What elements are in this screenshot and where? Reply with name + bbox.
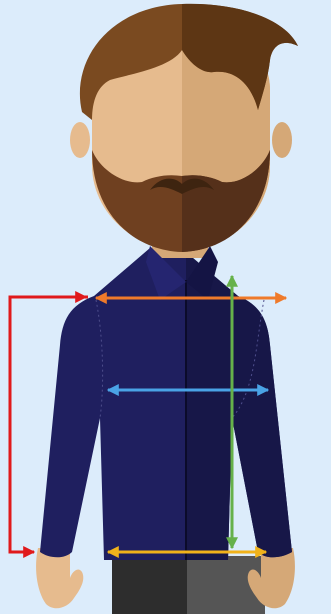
pants [112, 556, 265, 614]
left-ear [70, 122, 90, 158]
pants-left-leg [112, 556, 188, 614]
right-ear [272, 122, 292, 158]
